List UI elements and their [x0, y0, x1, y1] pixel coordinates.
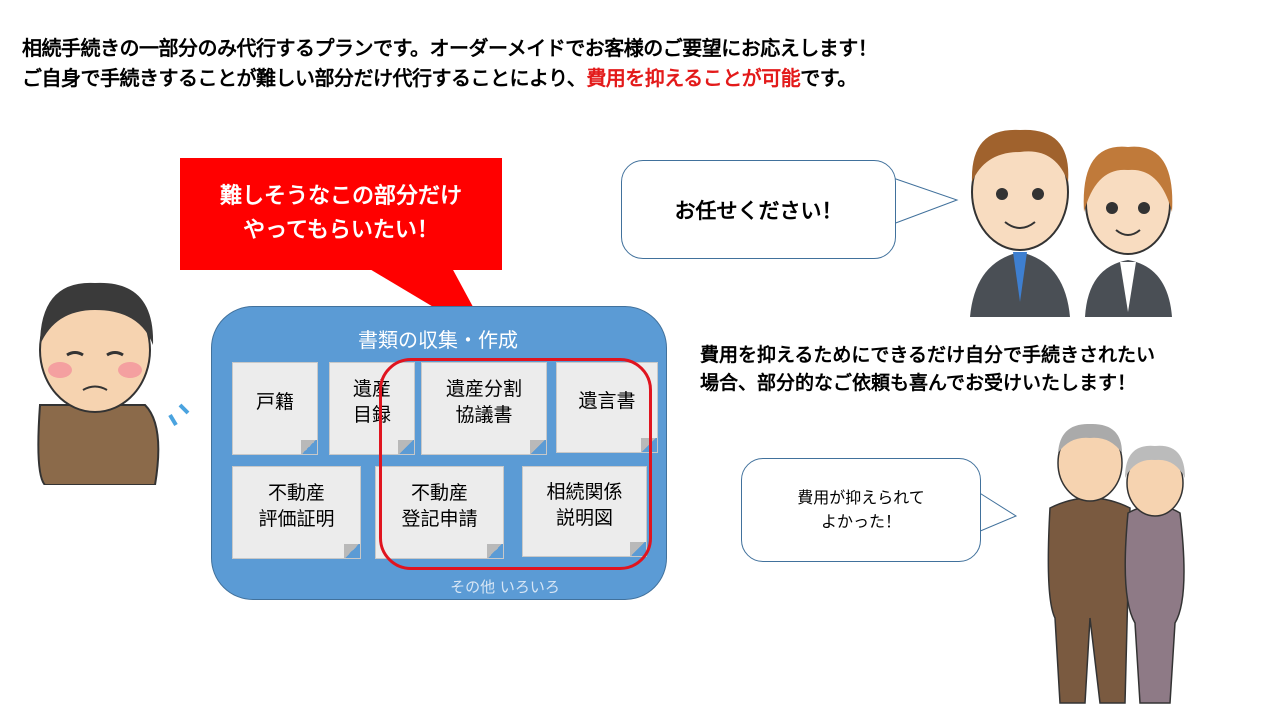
doc-label: 遺産分割 — [445, 377, 522, 400]
callout-line-2: やってもらいたい！ — [243, 218, 439, 243]
staff-couple-illustration — [970, 129, 1173, 317]
doc-label: 相続関係 — [546, 480, 623, 503]
doc-label: 不動産 — [267, 481, 325, 504]
client-speech-bubble: 費用が抑えられてよかった！ — [741, 458, 981, 562]
request-callout: 難しそうなこの部分だけ やってもらいたい！ — [180, 158, 502, 270]
staff-speech-bubble: お任せください！ — [621, 160, 896, 259]
client-bubble-line: よかった！ — [820, 512, 901, 531]
doc-label: 説明図 — [555, 506, 613, 529]
client-bubble-line: 費用が抑えられて — [797, 488, 925, 507]
intro-line-1: 相続手続きの一部分のみ代行するプランです。オーダーメイドでお客様のご要望にお応え… — [22, 36, 878, 60]
selected-documents-outline — [379, 358, 652, 570]
intro-line-2-start: ご自身で手続きすることが難しい部分だけ代行することにより、 — [22, 66, 587, 90]
doc-label: 登記申請 — [401, 507, 478, 530]
documents-box-title: 書類の収集・作成 — [358, 328, 518, 352]
intro-line-2: ご自身で手続きすることが難しい部分だけ代行することにより、費用を抑えることが可能… — [22, 62, 857, 91]
staff-bubble-text: お任せください！ — [674, 198, 843, 223]
doc-label: 協議書 — [455, 403, 513, 426]
callout-line-1: 難しそうなこの部分だけ — [219, 184, 462, 209]
intro-line-2-end: です。 — [800, 66, 857, 90]
document-card: 遺産分割協議書 — [421, 362, 547, 455]
side-text-line-1: 費用を抑えるためにできるだけ自分で手続きされたい — [700, 344, 1156, 366]
document-card: 戸籍 — [232, 362, 318, 455]
doc-label: 戸籍 — [255, 390, 294, 413]
intro-highlight: 費用を抑えることが可能 — [586, 66, 801, 90]
document-card: 不動産登記申請 — [375, 466, 504, 559]
doc-label: 不動産 — [410, 481, 468, 504]
document-card: 不動産評価証明 — [232, 466, 361, 559]
documents-footer: その他 いろいろ — [450, 578, 560, 596]
doc-label: 遺言書 — [578, 389, 636, 412]
elderly-couple-illustration — [1047, 423, 1185, 704]
doc-label: 評価証明 — [258, 507, 335, 530]
worried-man-illustration — [37, 282, 190, 485]
side-text-line-2: 場合、部分的なご依頼も喜んでお受けいたします！ — [700, 372, 1137, 394]
